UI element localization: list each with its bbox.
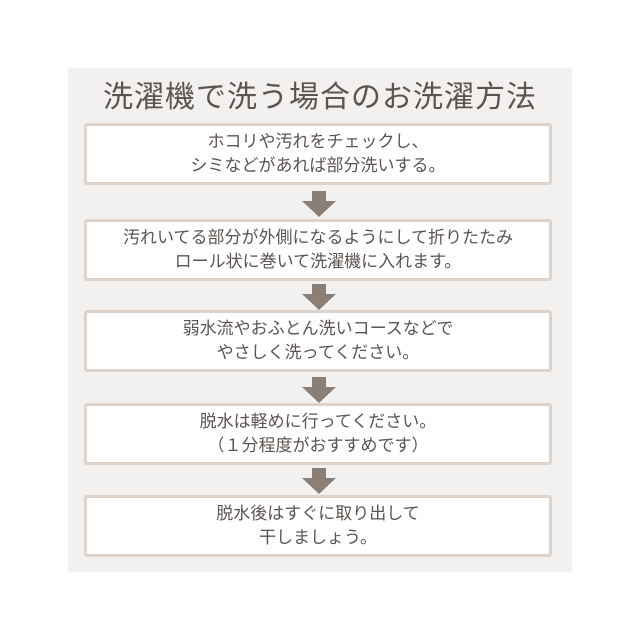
- down-arrow-icon: [302, 377, 336, 403]
- down-arrow-icon: [302, 191, 336, 217]
- step-1-line-1: ホコリや汚れをチェックし、: [207, 132, 429, 152]
- page-title: 洗濯機で洗う場合のお洗濯方法: [103, 80, 537, 115]
- step-box-1: ホコリや汚れをチェックし、 シミなどがあれば部分洗いする。: [84, 123, 552, 185]
- step-2-line-1: 汚れいてる部分が外側になるようにして折りたたみ: [123, 228, 513, 248]
- down-arrow-icon: [302, 468, 336, 494]
- step-4-line-2: （１分程度がおすすめです）: [207, 436, 429, 456]
- step-3-line-1: 弱水流やおふとん洗いコースなどで: [182, 319, 454, 339]
- step-box-3: 弱水流やおふとん洗いコースなどで やさしく洗ってください。: [84, 310, 552, 372]
- step-5-line-2: 干しましょう。: [259, 528, 377, 548]
- step-2-line-2: ロール状に巻いて洗濯機に入れます。: [174, 252, 462, 272]
- step-box-5: 脱水後はすぐに取り出して 干しましょう。: [84, 495, 552, 557]
- step-box-4: 脱水は軽めに行ってください。 （１分程度がおすすめです）: [84, 403, 552, 465]
- step-1-line-2: シミなどがあれば部分洗いする。: [190, 156, 446, 176]
- down-arrow-icon: [302, 284, 336, 310]
- step-4-line-1: 脱水は軽めに行ってください。: [199, 412, 437, 432]
- step-5-line-1: 脱水後はすぐに取り出して: [216, 504, 420, 524]
- step-box-2: 汚れいてる部分が外側になるようにして折りたたみ ロール状に巻いて洗濯機に入れます…: [84, 219, 552, 281]
- step-3-line-2: やさしく洗ってください。: [216, 343, 420, 363]
